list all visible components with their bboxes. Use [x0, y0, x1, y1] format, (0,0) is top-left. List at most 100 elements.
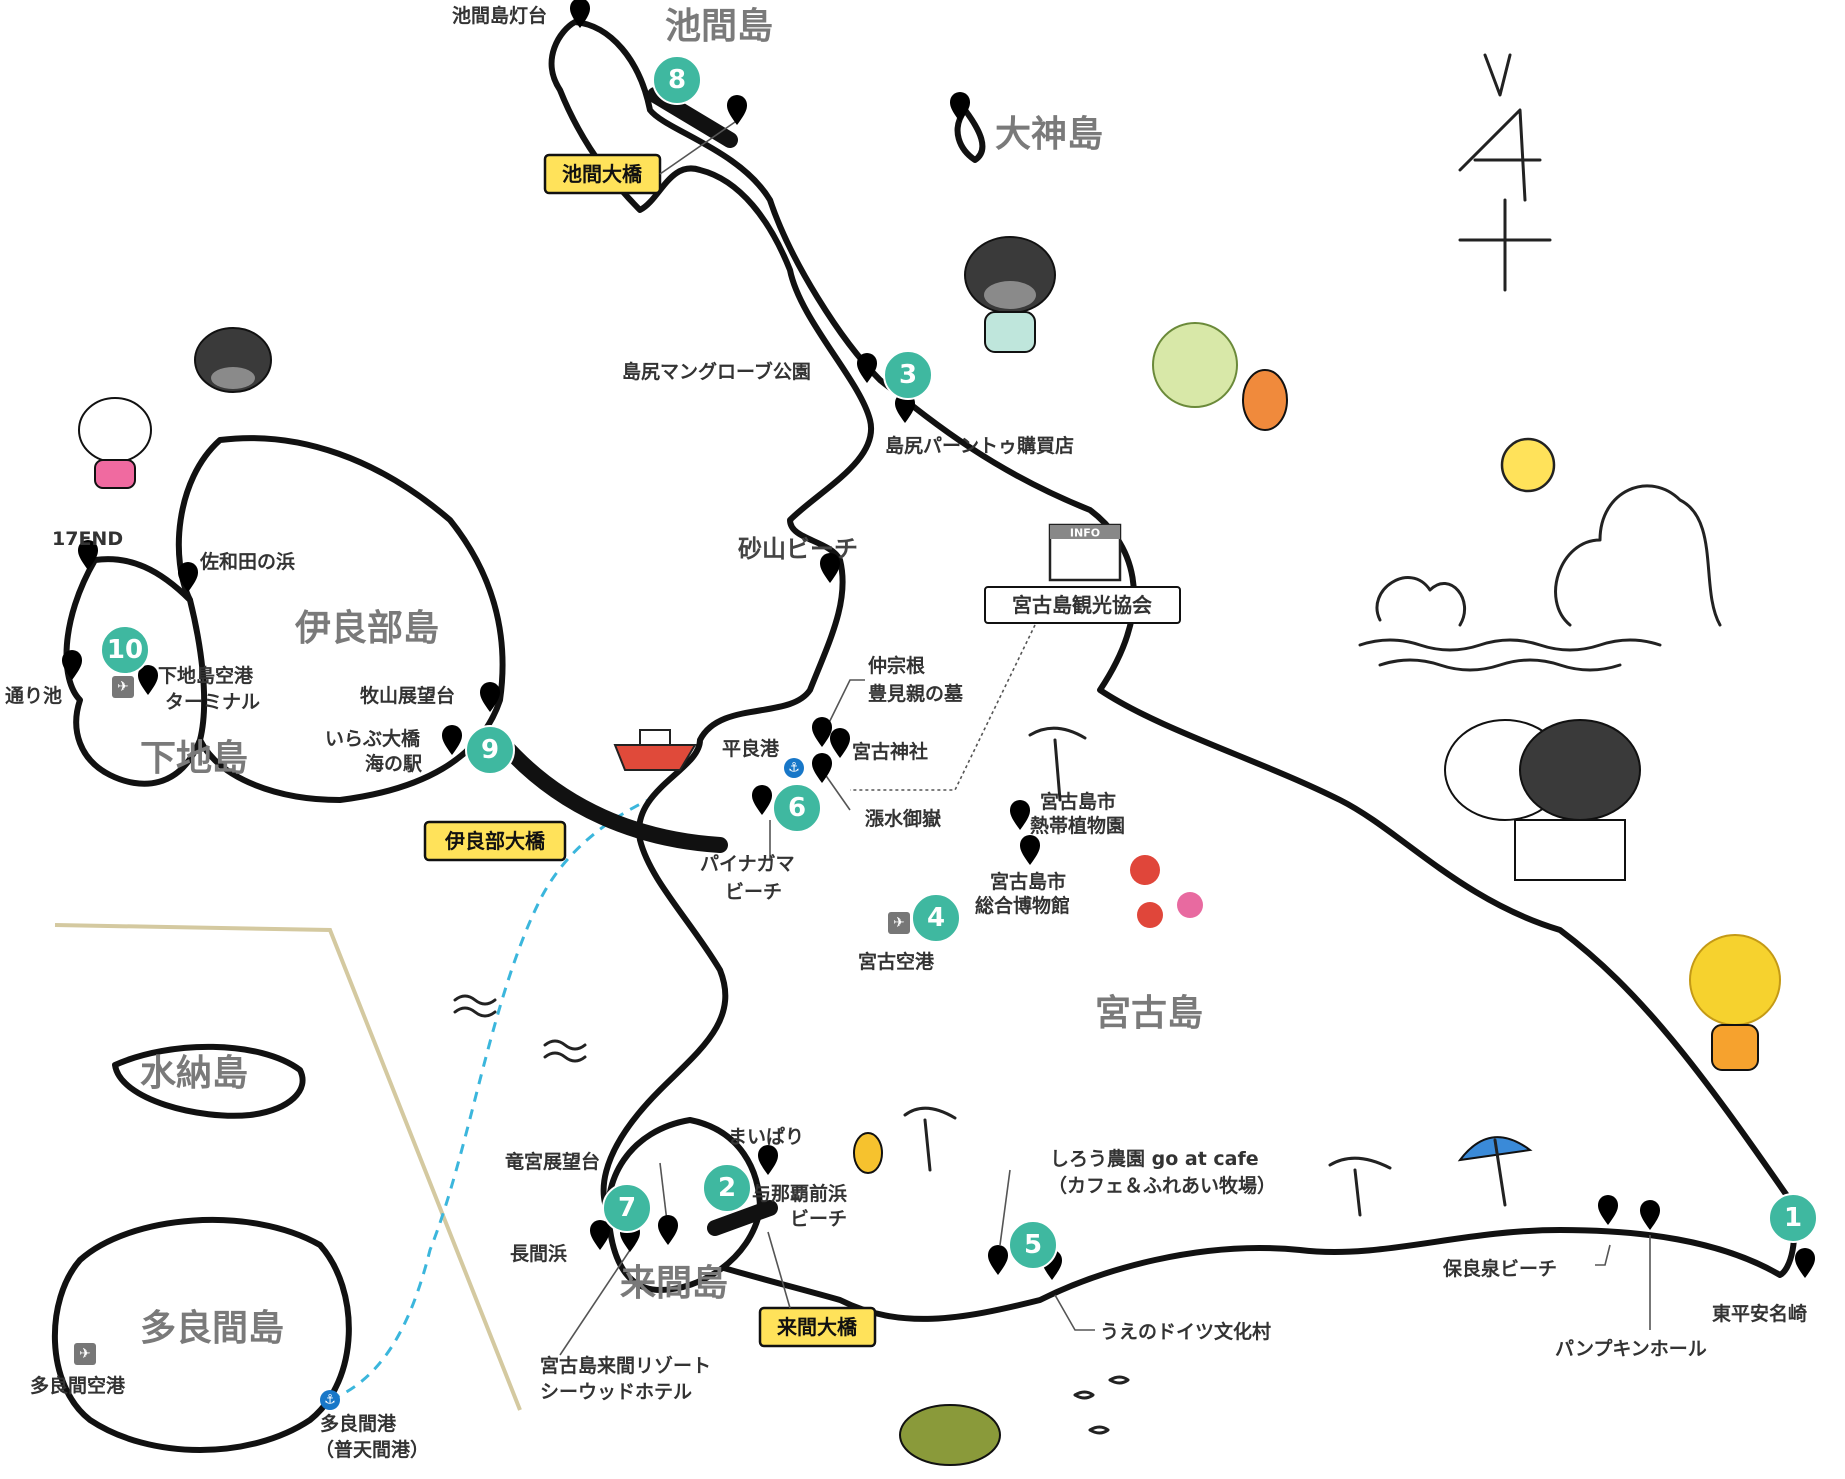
ryugu-lookout-label: 竜宮展望台: [505, 1150, 600, 1173]
makiyama-lookout-label: 牧山展望台: [360, 684, 455, 707]
tarama-island-name: 多良間島: [140, 1308, 284, 1349]
hirara-port-icon[interactable]: ⚓: [784, 758, 804, 778]
botanical-label-1: 宮古島市: [1040, 790, 1116, 813]
pumpkin-hall-label: パンプキンホール: [1555, 1337, 1707, 1360]
spot-2-badge[interactable]: 2: [702, 1163, 752, 1213]
higashi-hennazaki-label: 東平安名崎: [1712, 1302, 1807, 1325]
spot-9-badge[interactable]: 9: [465, 725, 515, 775]
spot-1-badge[interactable]: 1: [1768, 1193, 1818, 1243]
maipari-label: まいぱり: [728, 1125, 804, 1148]
spot-8-badge[interactable]: 8: [652, 55, 702, 105]
tarama-airport-icon[interactable]: ✈: [74, 1343, 96, 1365]
irabu-station-label-2: 海の駅: [365, 752, 423, 775]
painagama-label-1: パイナガマ: [700, 853, 795, 875]
svg-text:✈: ✈: [117, 679, 129, 695]
kurima-bridge: [707, 1200, 778, 1236]
palm-tree-icon: [903, 726, 1392, 1217]
hirara-port-label: 平良港: [722, 737, 780, 760]
miyako-airport-icon[interactable]: ✈: [888, 912, 910, 934]
spot-10-badge[interactable]: 10: [100, 625, 150, 675]
sea-turtle-illustration: [899, 1404, 1001, 1466]
ueno-leader: [1054, 1294, 1095, 1331]
nakasone-leader: [821, 679, 865, 738]
shiro-leader: [999, 1169, 1011, 1246]
hibiscus-icon: [1130, 855, 1203, 928]
boraga-beach-label: 保良泉ビーチ: [1442, 1257, 1557, 1280]
sun-illustration: [1500, 437, 1556, 493]
ikema-island-name: 池間島: [665, 6, 773, 47]
cow-mascot-small-illustration: [194, 327, 272, 393]
svg-text:9: 9: [481, 735, 499, 765]
ueno-village-label: うえのドイツ文化村: [1100, 1320, 1271, 1343]
cow-and-goat-map-illustration: [1444, 719, 1641, 881]
goat-mascot-illustration: [78, 397, 152, 489]
shimoji-terminal-label-2: ターミナル: [165, 691, 260, 713]
shimoji-airport-icon[interactable]: ✈: [112, 676, 134, 698]
svg-text:⚓: ⚓: [324, 1393, 336, 1408]
irabu-bridge-label: 伊良部大橋: [423, 820, 567, 862]
ikema-bridge-pin-icon[interactable]: [727, 95, 747, 125]
seawood-leader: [559, 1249, 631, 1356]
tarama-port-icon[interactable]: ⚓: [320, 1390, 340, 1410]
spot-5-badge[interactable]: 5: [1008, 1220, 1058, 1270]
nakasone-label-2: 豊見親の墓: [868, 682, 964, 705]
harimizu-label: 漲水御嶽: [865, 807, 942, 830]
svg-text:3: 3: [899, 360, 917, 390]
ikema-lighthouse-label: 池間島灯台: [452, 4, 547, 27]
miyako-island-name: 宮古島: [1095, 993, 1203, 1034]
tarama-airport-label: 多良間空港: [30, 1374, 126, 1397]
harimizu-leader: [821, 769, 851, 811]
shimoji-terminal-label-1: 下地島空港: [158, 664, 254, 687]
tourism-association-label[interactable]: 宮古島観光協会: [984, 586, 1181, 624]
yonaha-label-2: ビーチ: [790, 1208, 847, 1230]
beach-umbrella-icon: [1457, 1136, 1533, 1207]
svg-text:8: 8: [668, 65, 686, 95]
inset-border: [54, 923, 522, 1411]
svg-text:⚓: ⚓: [788, 761, 800, 776]
minna-island-outline: [112, 1043, 306, 1119]
cloud-illustration: [1375, 484, 1722, 627]
miyako-island-outline: [548, 19, 1798, 1322]
nagama-pin-icon[interactable]: [590, 1220, 610, 1250]
spot-4-badge[interactable]: 4: [911, 893, 961, 943]
north-arrow: [1458, 53, 1552, 292]
boraga-leader: [1595, 1244, 1611, 1266]
shimoji-island-name: 下地島: [140, 738, 248, 779]
miyako-airport-label: 宮古空港: [858, 950, 935, 973]
svg-text:10: 10: [107, 635, 143, 665]
info-building-icon: INFO: [1048, 523, 1122, 582]
fish-school-icon: [1073, 1375, 1130, 1435]
svg-text:宮古島観光協会: 宮古島観光協会: [1012, 593, 1152, 617]
svg-text:伊良部大橋: 伊良部大橋: [444, 829, 546, 853]
svg-text:池間大橋: 池間大橋: [562, 162, 643, 186]
minna-island-name: 水納島: [140, 1053, 248, 1094]
tarama-port-label-1: 多良間港: [320, 1412, 397, 1435]
museum-label-2: 総合博物館: [975, 894, 1070, 917]
tarama-port-label-2: （普天間港）: [315, 1438, 429, 1461]
svg-text:1: 1: [1784, 1203, 1802, 1233]
irabu-bridge: [492, 732, 728, 853]
nagama-beach-label: 長間浜: [510, 1243, 567, 1265]
sawada-beach-label: 佐和田の浜: [199, 550, 295, 573]
botanical-label-2: 熱帯植物園: [1030, 814, 1125, 837]
tarama-island-outline: [52, 1216, 352, 1453]
cow-mascot-illustration: [964, 236, 1056, 353]
yonaha-leader: [767, 1231, 791, 1309]
spot-7-badge[interactable]: 7: [602, 1183, 652, 1233]
svg-text:来間大橋: 来間大橋: [776, 1315, 858, 1339]
pantu-store-label: 島尻パーントゥ購買店: [885, 434, 1074, 457]
higashi-hennazaki-pin-icon[interactable]: [1795, 1248, 1815, 1278]
seawood-label-1: 宮古島来間リゾート: [540, 1354, 711, 1377]
spot-6-badge[interactable]: 6: [772, 783, 822, 833]
waves-illustration: [1358, 638, 1662, 672]
info-leader-line: [850, 624, 1036, 791]
shiro-farm-label-2: （カフェ＆ふれあい牧場）: [1048, 1174, 1276, 1197]
shiro-farm-label-1: しろう農園 go at cafe: [1050, 1148, 1259, 1170]
sunflower-girl-illustration: [1689, 934, 1781, 1071]
ship-illustration: [613, 729, 697, 771]
svg-text:4: 4: [927, 903, 945, 933]
toorike-label: 通り池: [5, 684, 62, 707]
spot-3-badge[interactable]: 3: [883, 350, 933, 400]
kurima-island-name: 来間島: [620, 1263, 728, 1304]
